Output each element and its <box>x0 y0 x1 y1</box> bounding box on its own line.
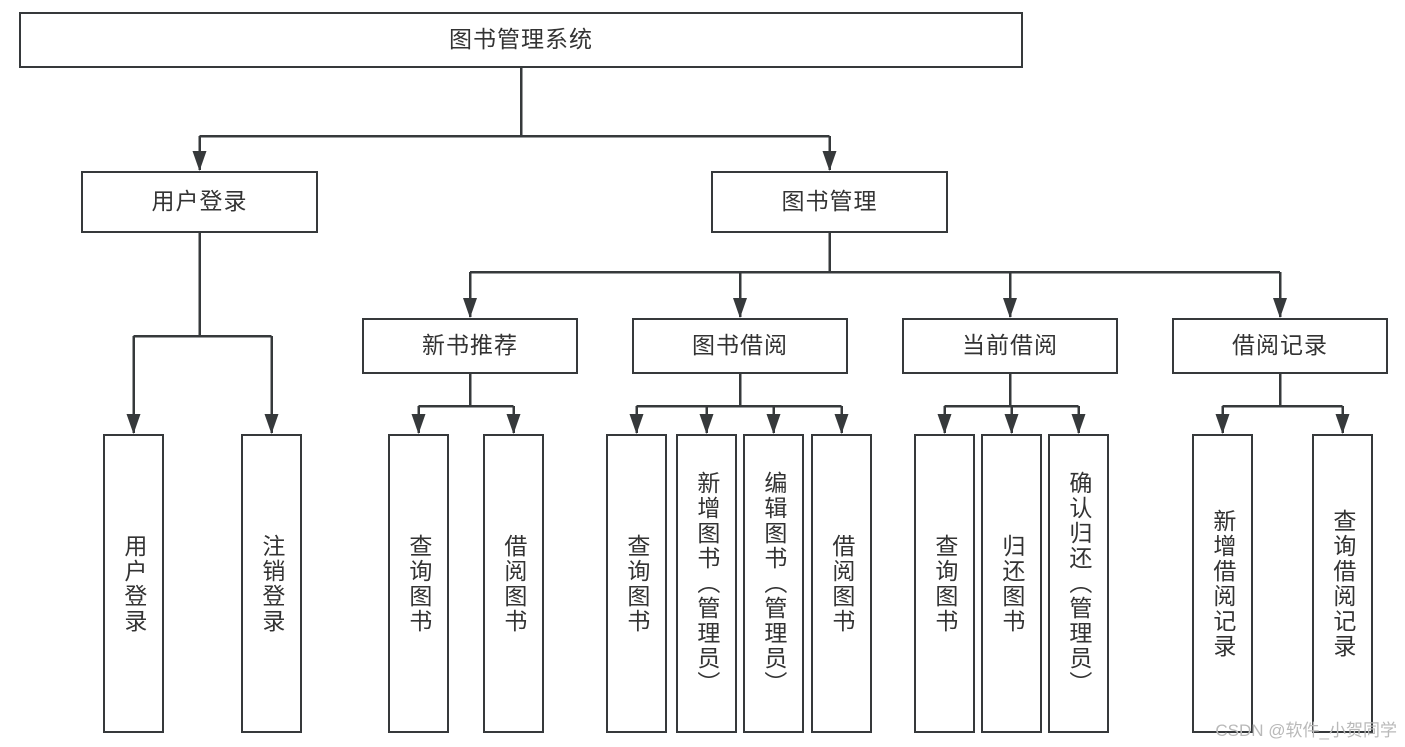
node-book-manage[interactable]: 图书管理 <box>711 171 948 233</box>
node-leaf-return-book[interactable]: 归还图书 <box>981 434 1042 733</box>
node-label: 借阅图书 <box>828 533 855 634</box>
node-leaf-query-book-borrow[interactable]: 查询图书 <box>606 434 667 733</box>
node-user-login[interactable]: 用户登录 <box>81 171 318 233</box>
node-current-borrow[interactable]: 当前借阅 <box>902 318 1118 374</box>
node-label: 当前借阅 <box>962 332 1058 359</box>
node-label: 用户登录 <box>151 188 248 215</box>
node-leaf-logout[interactable]: 注销登录 <box>241 434 302 733</box>
node-book-borrow[interactable]: 图书借阅 <box>632 318 848 374</box>
node-label: 查询图书 <box>931 533 958 634</box>
node-label: 图书管理 <box>781 188 878 215</box>
node-label: 编辑图书（管理员） <box>760 471 787 696</box>
node-label: 查询图书 <box>405 533 432 634</box>
node-leaf-edit-book[interactable]: 编辑图书（管理员） <box>743 434 804 733</box>
node-leaf-borrow-book[interactable]: 借阅图书 <box>811 434 872 733</box>
node-label: 借阅图书 <box>500 533 527 634</box>
node-leaf-query-book-recommend[interactable]: 查询图书 <box>388 434 449 733</box>
node-label: 图书管理系统 <box>449 26 593 53</box>
node-label: 借阅记录 <box>1232 332 1328 359</box>
node-leaf-confirm-return[interactable]: 确认归还（管理员） <box>1048 434 1109 733</box>
node-label: 图书借阅 <box>692 332 788 359</box>
node-label: 查询借阅记录 <box>1329 508 1356 659</box>
node-label: 用户登录 <box>120 533 147 634</box>
node-label: 新增图书（管理员） <box>693 471 720 696</box>
node-leaf-add-book[interactable]: 新增图书（管理员） <box>676 434 737 733</box>
node-root[interactable]: 图书管理系统 <box>19 12 1023 68</box>
node-leaf-query-borrow-record[interactable]: 查询借阅记录 <box>1312 434 1373 733</box>
node-new-book-recommend[interactable]: 新书推荐 <box>362 318 578 374</box>
node-leaf-borrow-book-recommend[interactable]: 借阅图书 <box>483 434 544 733</box>
node-label: 确认归还（管理员） <box>1065 471 1092 696</box>
node-leaf-add-borrow-record[interactable]: 新增借阅记录 <box>1192 434 1253 733</box>
node-label: 新增借阅记录 <box>1209 508 1236 659</box>
node-borrow-record[interactable]: 借阅记录 <box>1172 318 1388 374</box>
node-label: 归还图书 <box>998 533 1025 634</box>
node-label: 注销登录 <box>258 533 285 634</box>
node-label: 查询图书 <box>623 533 650 634</box>
node-label: 新书推荐 <box>422 332 518 359</box>
node-leaf-user-login[interactable]: 用户登录 <box>103 434 164 733</box>
node-leaf-query-book-current[interactable]: 查询图书 <box>914 434 975 733</box>
